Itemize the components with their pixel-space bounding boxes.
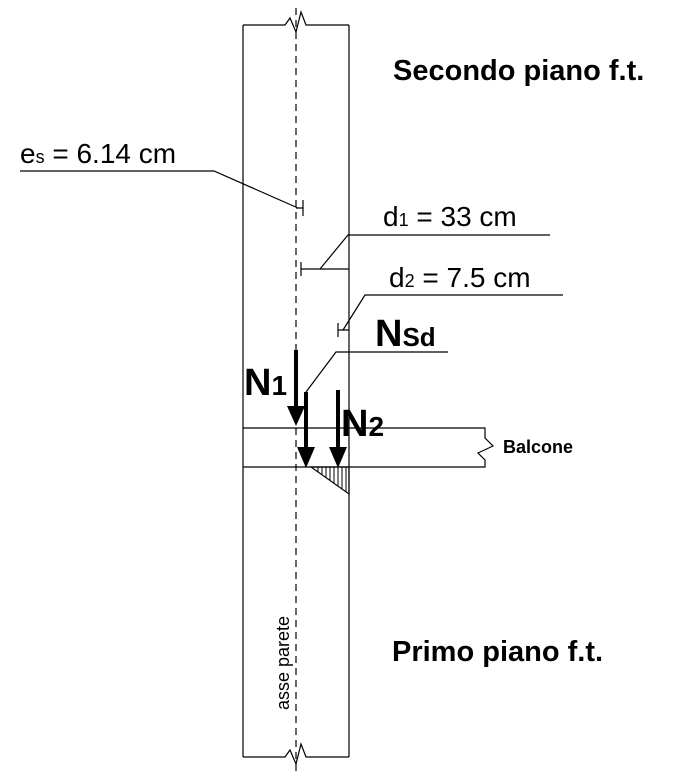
wall-axis-label: asse parete xyxy=(273,616,293,710)
d2-label: d2 = 7.5 cm xyxy=(389,262,531,293)
d2-leader xyxy=(342,294,563,331)
es-leader xyxy=(20,170,299,209)
n1-label: N1 xyxy=(244,362,287,404)
nsd-leader xyxy=(305,351,448,393)
n2-label: N2 xyxy=(341,403,384,445)
d2-dimension xyxy=(337,323,349,337)
upper-floor-label: Secondo piano f.t. xyxy=(393,55,644,87)
d1-leader xyxy=(319,234,550,270)
es-tick xyxy=(296,200,304,216)
nsd-label: NSd xyxy=(375,313,436,355)
d1-label: d1 = 33 cm xyxy=(383,201,517,232)
es-label: es = 6.14 cm xyxy=(20,138,176,169)
balcony-label: Balcone xyxy=(503,437,573,457)
balcony-slab xyxy=(243,427,495,468)
stress-triangle-hatch xyxy=(317,467,347,492)
nsd-arrow xyxy=(297,392,315,468)
d1-dimension xyxy=(300,262,349,276)
n1-arrow xyxy=(287,350,305,426)
lower-floor-label: Primo piano f.t. xyxy=(392,636,603,668)
n2-arrow xyxy=(329,390,347,468)
